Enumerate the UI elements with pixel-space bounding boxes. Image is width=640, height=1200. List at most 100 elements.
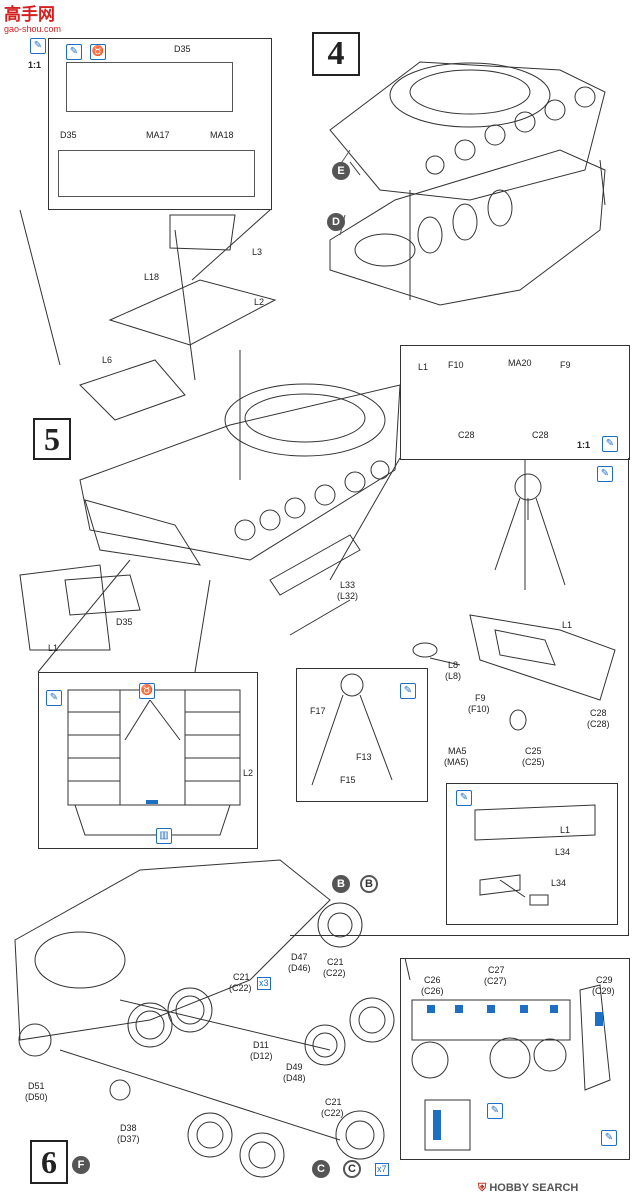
label-C29-paren: (C29) [592,986,615,996]
label-L32: (L32) [337,591,359,601]
label-F9-assembly: F9 [475,693,486,703]
label-D49: D49 [286,1062,303,1072]
stand-main [494,473,566,586]
watermark-brand: 高手网 [4,5,55,25]
label-L34-a: L34 [555,847,571,857]
label-F15: F15 [340,775,356,785]
label-L18: L18 [144,272,160,282]
marker-F: F [72,1156,90,1174]
label-L1-detail: L1 [418,362,429,372]
label-L1-assembly: L1 [562,620,573,630]
label-D51: D51 [28,1081,45,1091]
hull-step4 [329,61,606,306]
scale-label-right: 1:1 [577,440,591,450]
label-C25: C25 [525,746,542,756]
paint-brush-icon-assembly: ✎ [597,466,613,482]
label-C26-paren: (C26) [421,986,444,996]
label-D47: D47 [291,952,308,962]
label-D48: (D48) [283,1073,306,1083]
paint-brush-icon-side: ✎ [487,1103,503,1119]
label-C28-assembly: C28 [590,708,607,718]
step-number-6: 6 [30,1140,68,1184]
step6-art [14,859,341,1141]
wheels-step6 [18,902,395,1178]
marker-C: C [312,1160,330,1178]
label-C22-a: (C22) [323,968,346,978]
label-D37: (D37) [117,1134,140,1144]
wheels-step4 [425,86,596,175]
step-number-4-text: 4 [327,35,345,72]
decal-icon-L2: ♉ [139,683,155,699]
part-L34 [474,804,596,906]
label-L3: L3 [252,247,263,257]
label-MA20: MA20 [508,358,532,368]
grille-L2 [67,689,241,836]
step-number-5: 5 [33,418,71,460]
label-MA18: MA18 [210,130,234,140]
label-L8: L8 [448,660,459,670]
label-C29: C29 [596,975,613,985]
label-D35-step5: D35 [116,617,133,627]
label-C28-right: C28 [532,430,549,440]
multiplier-x3: x3 [257,977,271,990]
label-C27: C27 [488,965,505,975]
wheels-step5 [234,460,390,541]
label-L6: L6 [102,355,113,365]
watermark-url: gao-shou.com [4,24,62,34]
detail-stand-box [296,668,428,802]
label-MA5: MA5 [448,746,467,756]
step-number-6-text: 6 [41,1143,57,1180]
label-MA5-paren: (MA5) [444,757,469,767]
label-C25-paren: (C25) [522,757,545,767]
marker-E: E [332,162,350,180]
footer-watermark: ⛨ HOBBY SEARCH [478,1182,578,1195]
label-C22-b: (C22) [229,983,252,993]
marker-B: B [332,875,350,893]
marker-C-paren: C [343,1160,361,1178]
label-L8-paren: (L8) [445,671,462,681]
watermark: 高手网 gao-shou.com [4,6,61,34]
marker-B-paren: B [360,875,378,893]
stand-detail [311,673,393,786]
paint-brush-icon-L2: ✎ [46,690,62,706]
label-L2: L2 [254,297,265,307]
label-F17: F17 [310,706,326,716]
label-L2-detail: L2 [243,768,254,778]
label-C28-assembly-paren: (C28) [587,719,610,729]
label-F10: F10 [448,360,464,370]
footer-logo-icon: ⛨ [478,1182,487,1194]
step-number-4: 4 [312,32,360,76]
label-C21-b: C21 [233,972,250,982]
scale-label: 1:1 [28,60,42,70]
detail-L1-box [400,345,630,460]
label-D12: (D12) [250,1051,273,1061]
label-D50: (D50) [25,1092,48,1102]
label-C28-left: C28 [458,430,475,440]
label-C21-c: C21 [325,1097,342,1107]
label-F9: F9 [560,360,571,370]
hatch-plate-top [66,62,233,112]
paint-brush-icon-stand: ✎ [400,683,416,699]
label-D46: (D46) [288,963,311,973]
detail-L34-box [446,783,618,925]
glue-icon: ▥ [156,828,172,844]
step5-art [19,214,401,651]
paint-brush-icon-side-2: ✎ [601,1130,617,1146]
side-detail-art [411,984,611,1151]
paint-brush-icon-L34: ✎ [456,790,472,806]
label-C21-a: C21 [327,957,344,967]
label-L34-b: L34 [551,878,567,888]
hatch-plate-bottom [58,150,255,197]
decal-icon: ♉ [90,44,106,60]
label-L1-L34: L1 [560,825,571,835]
detail-assembly-panel [290,458,629,936]
detail-side-box [400,958,630,1160]
label-C27-paren: (C27) [484,976,507,986]
label-D35-bottom: D35 [60,130,77,140]
paint-brush-icon: ✎ [30,38,46,54]
label-L33: L33 [340,580,356,590]
marker-D: D [327,213,345,231]
label-F10-assembly: (F10) [468,704,490,714]
step-number-5-text: 5 [44,420,60,457]
paint-brush-icon-2: ✎ [66,44,82,60]
